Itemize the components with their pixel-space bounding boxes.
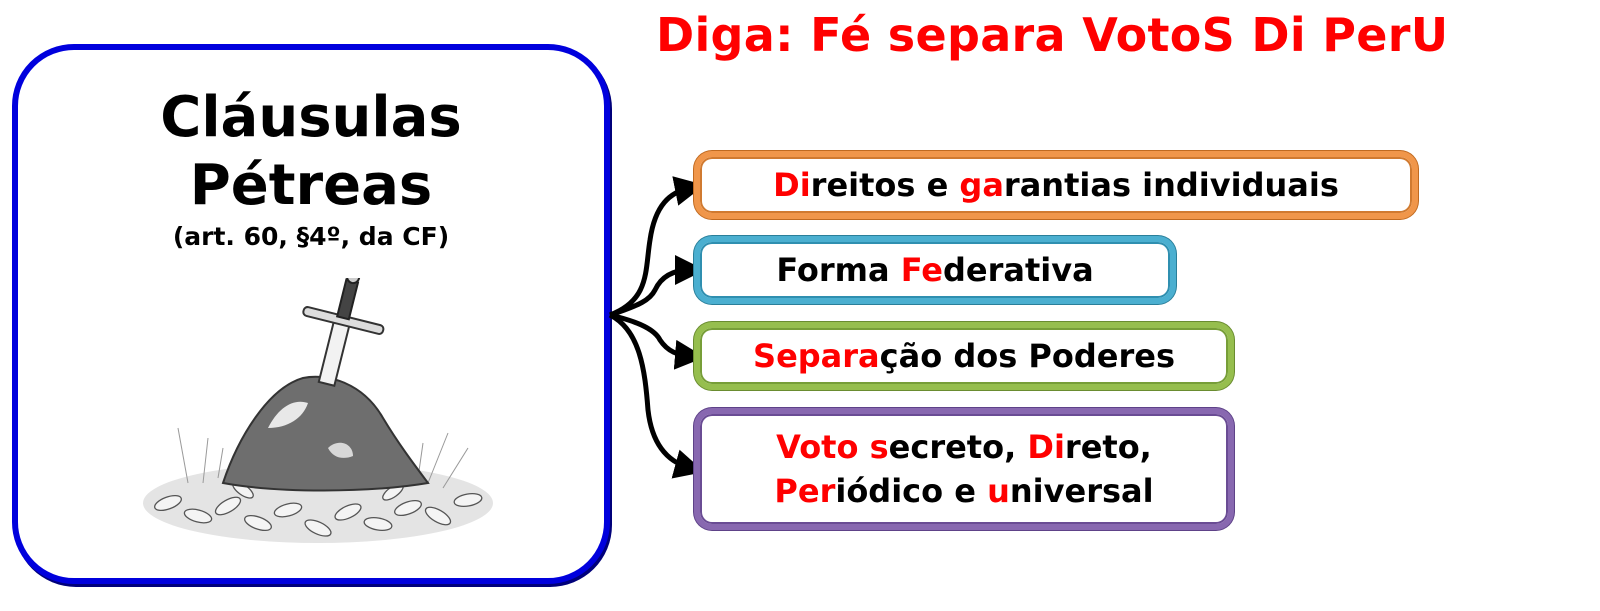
text-segment: iódico e bbox=[835, 472, 988, 510]
item-text: Forma Federativa bbox=[776, 248, 1093, 292]
main-title-line2: Pétreas bbox=[189, 153, 433, 218]
text-segment: ecreto, bbox=[888, 428, 1028, 466]
main-title: Cláusulas Pétreas bbox=[18, 84, 604, 220]
highlight-segment: u bbox=[987, 472, 1010, 510]
item-text: Separação dos Poderes bbox=[753, 334, 1175, 378]
highlight-segment: Di bbox=[773, 166, 811, 204]
sword-in-stone-icon bbox=[143, 278, 493, 543]
text-segment: rantias individuais bbox=[1003, 166, 1339, 204]
item-line-1: Voto secreto, Direto, bbox=[774, 425, 1153, 469]
item-separacao-poderes: Separação dos Poderes bbox=[694, 322, 1234, 390]
item-forma-federativa: Forma Federativa bbox=[694, 236, 1176, 304]
main-title-line1: Cláusulas bbox=[160, 85, 462, 150]
text-segment: derativa bbox=[942, 251, 1094, 289]
highlight-segment: Separa bbox=[753, 337, 880, 375]
text-segment: reto, bbox=[1064, 428, 1152, 466]
item-direitos-garantias: Direitos e garantias individuais bbox=[694, 151, 1418, 219]
highlight-segment: Per bbox=[774, 472, 836, 510]
text-segment: reitos e bbox=[810, 166, 960, 204]
item-text: Direitos e garantias individuais bbox=[773, 163, 1339, 207]
item-text: Voto secreto, Direto, Periódico e univer… bbox=[774, 425, 1153, 513]
main-card-clausulas-petreas: Cláusulas Pétreas (art. 60, §4º, da CF) bbox=[12, 44, 610, 584]
highlight-segment: ga bbox=[959, 166, 1004, 204]
text-segment: ção dos Poderes bbox=[879, 337, 1175, 375]
highlight-segment: Di bbox=[1027, 428, 1065, 466]
item-line-2: Periódico e universal bbox=[774, 469, 1153, 513]
highlight-segment: Voto s bbox=[776, 428, 889, 466]
item-voto: Voto secreto, Direto, Periódico e univer… bbox=[694, 408, 1234, 530]
main-subtitle: (art. 60, §4º, da CF) bbox=[172, 222, 450, 251]
text-segment: niversal bbox=[1009, 472, 1154, 510]
text-segment: Forma bbox=[776, 251, 901, 289]
mnemonic-title: Diga: Fé separa VotoS Di PerU bbox=[656, 8, 1449, 62]
highlight-segment: Fe bbox=[900, 251, 943, 289]
